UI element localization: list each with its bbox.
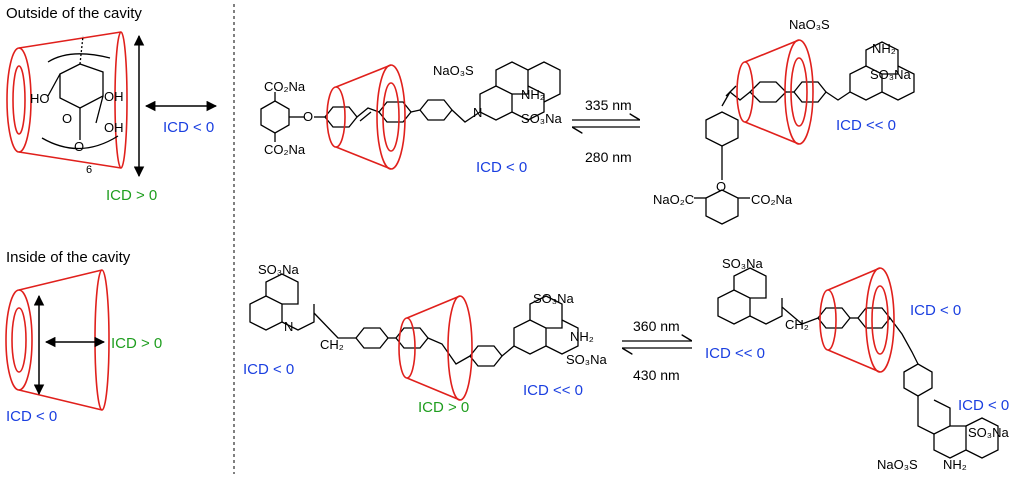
glucose-ho-label: HO [30,91,50,106]
wavelength-335: 335 nm [585,97,632,113]
icd-label-bottom-right-1: ICD << 0 [705,345,766,362]
cyclodextrin-cone-outside [6,31,128,169]
group-ch2-bottom-right: CH₂ [785,317,809,332]
group-ch2-bottom-left: CH₂ [320,337,344,352]
cyclodextrin-ring-top-left [326,64,406,170]
glucose-unit [41,35,119,150]
molecule-top-left [260,61,561,142]
group-nh2-top-right: NH₂ [872,41,896,56]
glucose-oh-label-1: OH [104,89,124,104]
group-nh2-bottom-left: NH₂ [570,329,594,344]
group-co2na-top-right: CO₂Na [751,192,793,207]
imide-n-bottom-left: N [284,319,294,334]
icd-label-bottom-right-2: ICD < 0 [910,302,962,319]
icd-label-outside-horizontal: ICD < 0 [163,119,215,136]
molecule-top-right [694,41,915,225]
glucose-ring-oxygen: O [62,111,73,126]
group-nao2c: NaO₂C [653,192,695,207]
icd-label-top-right-molecule: ICD << 0 [836,117,897,134]
icd-label-bottom-right-3: ICD < 0 [958,397,1010,414]
glucose-glycosidic-oxygen: O [74,139,85,154]
group-nao3s-bottom-right: NaO₃S [877,457,918,472]
icd-label-top-left-molecule: ICD < 0 [476,159,528,176]
glucose-oh-label-2: OH [104,120,124,135]
group-so3na-top: SO₃Na [521,111,562,126]
group-nao3s-top: NaO₃S [433,63,474,78]
group-so3na-bottom-right-1: SO₃Na [722,256,763,271]
wavelength-430: 430 nm [633,367,680,383]
group-so3na-top-right: SO₃Na [870,67,911,82]
icd-label-outside-vertical: ICD > 0 [106,187,158,204]
group-nao3s-top-right: NaO₃S [789,17,830,32]
cyclodextrin-ring-bottom-right [819,267,895,373]
cyclodextrin-ring-top-right [736,39,814,145]
icd-label-inside-horizontal: ICD > 0 [111,335,163,352]
ring-index-label: 6 [86,164,93,176]
imide-n-top: N [473,105,483,120]
ether-oxygen-label: O [303,109,314,124]
ether-oxygen-top-right: O [716,179,727,194]
group-co2na-top: CO₂Na [264,79,306,94]
group-nh2-bottom-right: NH₂ [943,457,967,472]
heading-inside-cavity: Inside of the cavity [6,249,131,266]
heading-outside-cavity: Outside of the cavity [6,5,142,22]
group-so3na-bottom-left-2: SO₃Na [533,291,574,306]
group-so3na-bottom-left-1: SO₃Na [258,262,299,277]
icd-label-bottom-left-3: ICD << 0 [523,382,584,399]
icd-label-bottom-left-2: ICD > 0 [418,399,470,416]
wavelength-280: 280 nm [585,149,632,165]
group-co2na-bottom: CO₂Na [264,142,306,157]
molecule-bottom-left [249,273,579,367]
wavelength-360: 360 nm [633,318,680,334]
group-nh2-top: NH₂ [521,87,545,102]
cyclodextrin-cone-inside [5,269,110,411]
icd-label-inside-vertical: ICD < 0 [6,408,58,425]
icd-label-bottom-left-1: ICD < 0 [243,361,295,378]
group-so3na-bottom-left-3: SO₃Na [566,352,607,367]
cyclodextrin-ring-bottom-left [398,295,473,401]
group-so3na-bottom-right-2: SO₃Na [968,425,1009,440]
